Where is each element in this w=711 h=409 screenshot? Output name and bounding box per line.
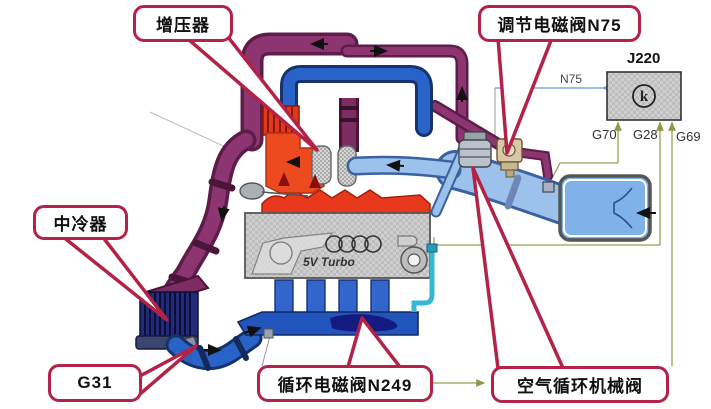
ecu-input-arrows	[614, 121, 676, 132]
callout-n249-valve: 循环电磁阀N249	[257, 365, 433, 402]
callout-n249-valve-label: 循环电磁阀N249	[277, 376, 413, 395]
g69-label: G69	[676, 129, 701, 144]
callout-air-recirc-valve-label: 空气循环机械阀	[517, 377, 643, 396]
intercooler-to-manifold-pipe	[165, 327, 263, 371]
intercooler-pointer	[60, 234, 169, 322]
callout-intercooler-label: 中冷器	[53, 215, 108, 234]
turbo-to-intercooler-pipe	[159, 129, 257, 311]
n75-wire-label: N75	[560, 72, 583, 86]
callout-intercooler: 中冷器	[33, 205, 128, 240]
callout-g31: G31	[48, 364, 142, 402]
callout-turbocharger: 增压器	[133, 5, 233, 42]
g31-pointer	[138, 344, 198, 396]
upper-blue-pipe	[280, 65, 433, 137]
air-filter-box	[558, 174, 656, 242]
air-recirc-mechanical-valve	[458, 131, 492, 168]
maf-sensor-g70	[542, 181, 555, 193]
suction-pipes	[346, 142, 586, 226]
engine-block: 5V Turbo	[244, 189, 431, 279]
flow-arrows	[204, 38, 468, 356]
n75-pointer	[496, 36, 554, 155]
g70-label: G70	[592, 127, 617, 142]
intercooler	[135, 274, 210, 358]
cyan-hose	[411, 243, 438, 312]
callout-n75-valve: 调节电磁阀N75	[478, 5, 641, 42]
audi-rings-icon	[325, 235, 382, 253]
wire-lines	[432, 122, 673, 387]
pipe-sensor	[263, 328, 274, 339]
g28-label: G28	[633, 127, 658, 142]
callout-n75-valve-label: 调节电磁阀N75	[497, 16, 622, 35]
turbo-riser-pipe	[339, 98, 359, 152]
j220-ecu-box: k	[606, 71, 682, 121]
intake-funnel	[613, 187, 633, 229]
callout-wedges	[60, 35, 565, 396]
callout-g31-label: G31	[77, 373, 113, 392]
intake-manifold	[236, 279, 419, 339]
hot-charge-pipes	[240, 32, 553, 181]
engine-badge: 5V Turbo	[303, 255, 355, 269]
callout-turbocharger-label: 增压器	[156, 16, 210, 35]
callout-air-recirc-valve: 空气循环机械阀	[491, 366, 669, 403]
wastegate-actuator	[239, 182, 265, 200]
ecu-title: J220	[627, 50, 661, 67]
sensor-pointer-line	[261, 335, 271, 367]
vacuum-hose-line	[149, 111, 233, 151]
ecu-symbol: k	[640, 89, 649, 105]
